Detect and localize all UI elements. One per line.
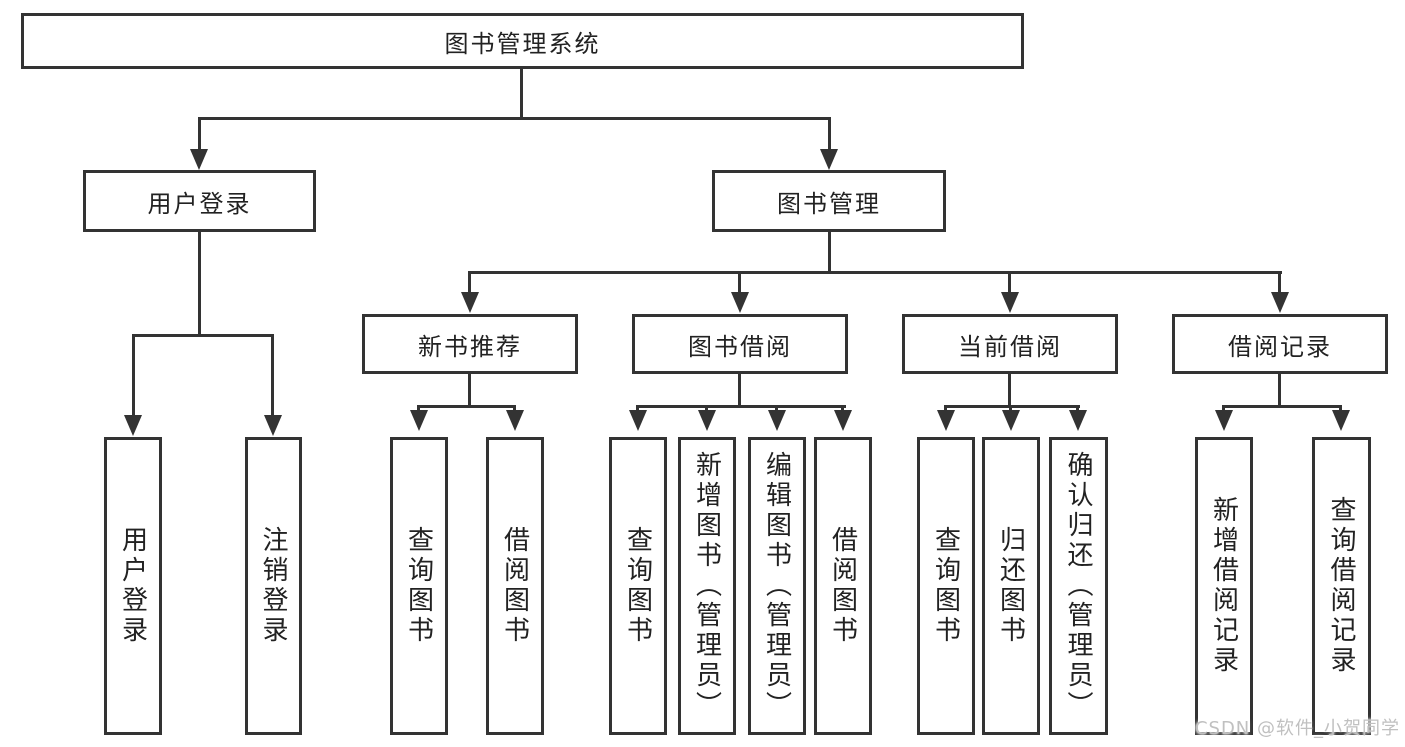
connector-drop-leaf — [944, 405, 947, 413]
connector-drop-leaf — [271, 334, 274, 417]
connector-drop-leaf — [636, 405, 639, 413]
connector-drop-leaf — [841, 405, 844, 413]
leaf-add-book-admin: 新增图书（管理员） — [678, 437, 736, 735]
connector-trunk — [1278, 374, 1281, 407]
connector-trunk — [1008, 374, 1011, 407]
leaf-edit-book-admin: 编辑图书（管理员） — [748, 437, 806, 735]
connector-drop-leaf — [132, 334, 135, 417]
leaf-query-borrow-record: 查询借阅记录 — [1312, 437, 1371, 735]
connector-drop-leaf — [1076, 405, 1079, 413]
arrowhead-down-icon — [190, 149, 208, 170]
node-root: 图书管理系统 — [21, 13, 1024, 69]
connector-drop-new-book — [468, 271, 471, 295]
arrowhead-down-icon — [1215, 410, 1233, 431]
leaf-query-book: 查询图书 — [609, 437, 667, 735]
arrowhead-down-icon — [731, 292, 749, 313]
arrowhead-down-icon — [768, 410, 786, 431]
leaf-query-book: 查询图书 — [917, 437, 975, 735]
connector-drop-leaf — [417, 405, 420, 413]
node-borrowing-records: 借阅记录 — [1172, 314, 1388, 374]
arrowhead-down-icon — [937, 410, 955, 431]
arrowhead-down-icon — [264, 415, 282, 436]
connector-drop-current-borrow — [1008, 271, 1011, 295]
arrowhead-down-icon — [834, 410, 852, 431]
csdn-watermark: CSDN @软件_小贺同学 — [1194, 718, 1400, 739]
arrowhead-down-icon — [698, 410, 716, 431]
arrowhead-down-icon — [820, 149, 838, 170]
connector-user-login-trunk — [198, 232, 201, 336]
leaf-logout: 注销登录 — [245, 437, 302, 735]
connector-drop-leaf — [1222, 405, 1225, 413]
connector-trunk — [738, 374, 741, 407]
connector-l3-horizontal — [468, 271, 1282, 274]
connector-drop-leaf — [513, 405, 516, 413]
node-book-management: 图书管理 — [712, 170, 946, 232]
connector-book-mgmt-trunk — [828, 232, 831, 273]
connector-drop-leaf — [1009, 405, 1012, 413]
connector-drop-leaf — [1339, 405, 1342, 413]
arrowhead-down-icon — [1332, 410, 1350, 431]
connector-group-horizontal — [636, 405, 846, 408]
connector-group-horizontal — [1222, 405, 1342, 408]
leaf-add-borrow-record: 新增借阅记录 — [1195, 437, 1253, 735]
leaf-return-book: 归还图书 — [982, 437, 1040, 735]
arrowhead-down-icon — [124, 415, 142, 436]
connector-user-login-horizontal — [132, 334, 274, 337]
node-new-book-recommend: 新书推荐 — [362, 314, 578, 374]
arrowhead-down-icon — [506, 410, 524, 431]
connector-l1-horizontal — [198, 117, 831, 120]
connector-drop-user-login — [198, 117, 201, 150]
leaf-confirm-return-admin: 确认归还（管理员） — [1049, 437, 1108, 735]
connector-drop-book-borrow — [738, 271, 741, 295]
leaf-query-book: 查询图书 — [390, 437, 448, 735]
arrowhead-down-icon — [461, 292, 479, 313]
connector-root-trunk — [520, 69, 523, 118]
node-current-borrowing: 当前借阅 — [902, 314, 1118, 374]
connector-group-horizontal — [417, 405, 516, 408]
node-user-login: 用户登录 — [83, 170, 316, 232]
connector-trunk — [468, 374, 471, 407]
connector-group-horizontal — [944, 405, 1080, 408]
connector-drop-leaf — [705, 405, 708, 413]
leaf-borrow-book: 借阅图书 — [814, 437, 872, 735]
connector-drop-borrow-records — [1278, 271, 1281, 295]
arrowhead-down-icon — [1001, 292, 1019, 313]
leaf-borrow-book: 借阅图书 — [486, 437, 544, 735]
arrowhead-down-icon — [1069, 410, 1087, 431]
connector-drop-leaf — [775, 405, 778, 413]
leaf-user-login: 用户登录 — [104, 437, 162, 735]
arrowhead-down-icon — [629, 410, 647, 431]
connector-drop-book-mgmt — [828, 117, 831, 150]
node-book-borrowing: 图书借阅 — [632, 314, 848, 374]
arrowhead-down-icon — [1271, 292, 1289, 313]
arrowhead-down-icon — [410, 410, 428, 431]
arrowhead-down-icon — [1002, 410, 1020, 431]
